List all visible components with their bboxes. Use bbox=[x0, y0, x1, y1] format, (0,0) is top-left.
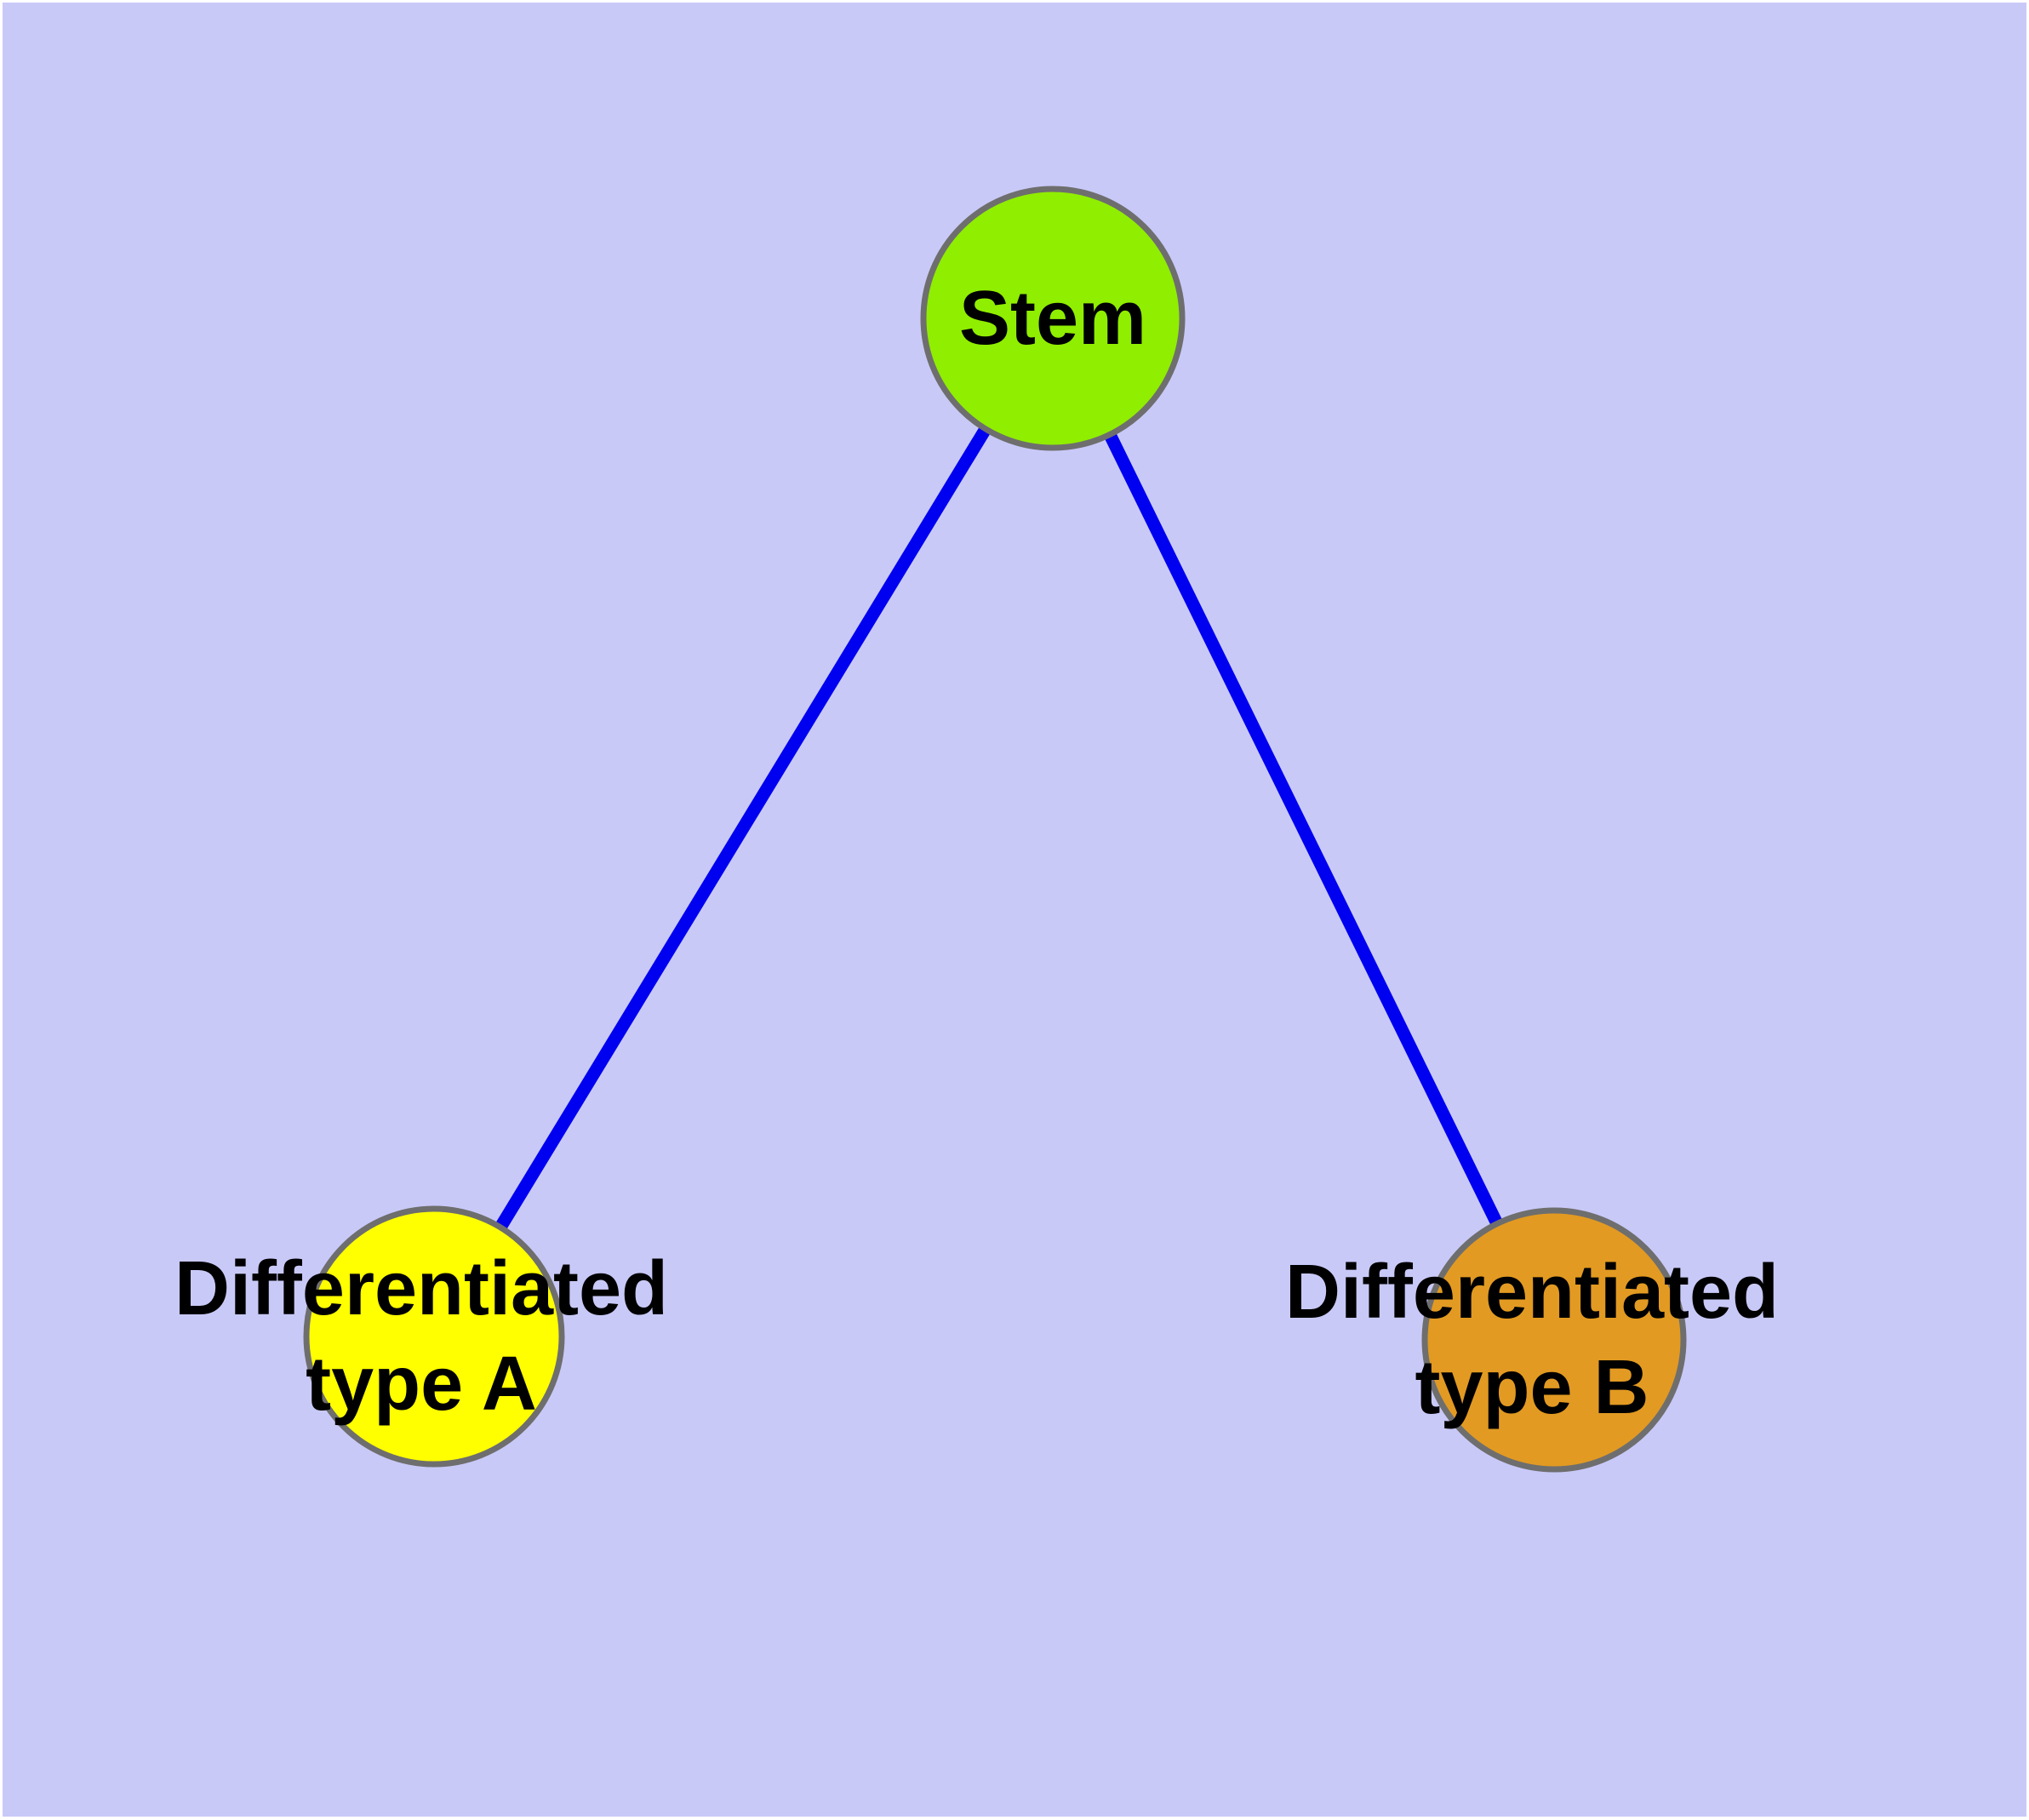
edge-stem-to-differentiated-type-b bbox=[1047, 315, 1560, 1343]
node-differentiated-type-a-label-line1: Differentiated bbox=[174, 1246, 668, 1331]
label-layer: Stem Differentiated type A Differentiate… bbox=[174, 276, 1779, 1430]
edge-layer bbox=[428, 315, 1560, 1343]
node-differentiated-type-b-label-line2: type B bbox=[1415, 1345, 1649, 1430]
node-differentiated-type-b bbox=[1421, 1207, 1687, 1473]
node-stem-label: Stem bbox=[959, 276, 1146, 361]
edge-stem-to-differentiated-type-a bbox=[428, 315, 1059, 1340]
node-differentiated-type-b-label-line1: Differentiated bbox=[1285, 1250, 1779, 1335]
node-differentiated-type-a-label-line2: type A bbox=[306, 1342, 537, 1427]
node-differentiated-type-a bbox=[303, 1205, 565, 1468]
node-stem bbox=[920, 186, 1186, 451]
node-layer bbox=[303, 186, 1687, 1473]
